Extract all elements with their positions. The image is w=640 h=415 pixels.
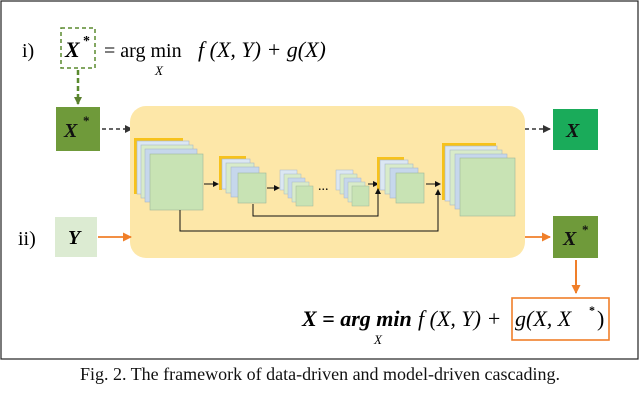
- feature-stack-6: [442, 143, 516, 217]
- eq1-argmin: = arg min: [104, 40, 182, 62]
- x-output-box: [553, 109, 598, 150]
- outer-border: [0, 0, 639, 360]
- eq2-boxed: g(X, X: [515, 306, 573, 331]
- xstar-right-box: [553, 216, 598, 258]
- skip-connection-outer: [179, 189, 441, 232]
- label-i: i): [22, 40, 34, 62]
- eq2-sub: X: [373, 332, 383, 347]
- eq2-boxed-close: ): [597, 306, 604, 331]
- feature-stack-4: [335, 169, 370, 207]
- feature-stack-3: [279, 169, 314, 207]
- eq2-boxed-star: *: [589, 303, 595, 317]
- feature-stack-2: [219, 156, 267, 204]
- eq1-var: X: [64, 37, 81, 62]
- ellipsis-1: ...: [318, 179, 329, 194]
- label-ii: ii): [18, 228, 36, 250]
- xstar-left-label: X: [63, 120, 78, 142]
- eq1-sub: X: [154, 63, 164, 78]
- xstar-right-label: X: [562, 228, 577, 250]
- feature-stack-1: [134, 138, 204, 211]
- y-input-box: [55, 217, 97, 257]
- eq1-dashed-box: [60, 27, 96, 69]
- skip-connection-inner: [252, 188, 381, 217]
- x-output-label: X: [565, 120, 580, 142]
- eq2-mid: f (X, Y) +: [418, 306, 501, 331]
- figure-caption: Fig. 2. The framework of data-driven and…: [79, 364, 560, 384]
- xstar-left-box: [56, 107, 100, 151]
- xstar-left-star: *: [83, 113, 90, 128]
- eq1-rhs: f (X, Y) + g(X): [198, 37, 326, 62]
- xstar-right-star: *: [582, 222, 589, 237]
- network-panel: [130, 106, 525, 258]
- y-input-label: Y: [68, 227, 82, 249]
- eq2-lhs: X = arg min: [301, 306, 412, 331]
- eq1-star: *: [83, 34, 90, 49]
- feature-stack-5: [377, 157, 425, 204]
- eq2-highlight-box: [511, 297, 610, 341]
